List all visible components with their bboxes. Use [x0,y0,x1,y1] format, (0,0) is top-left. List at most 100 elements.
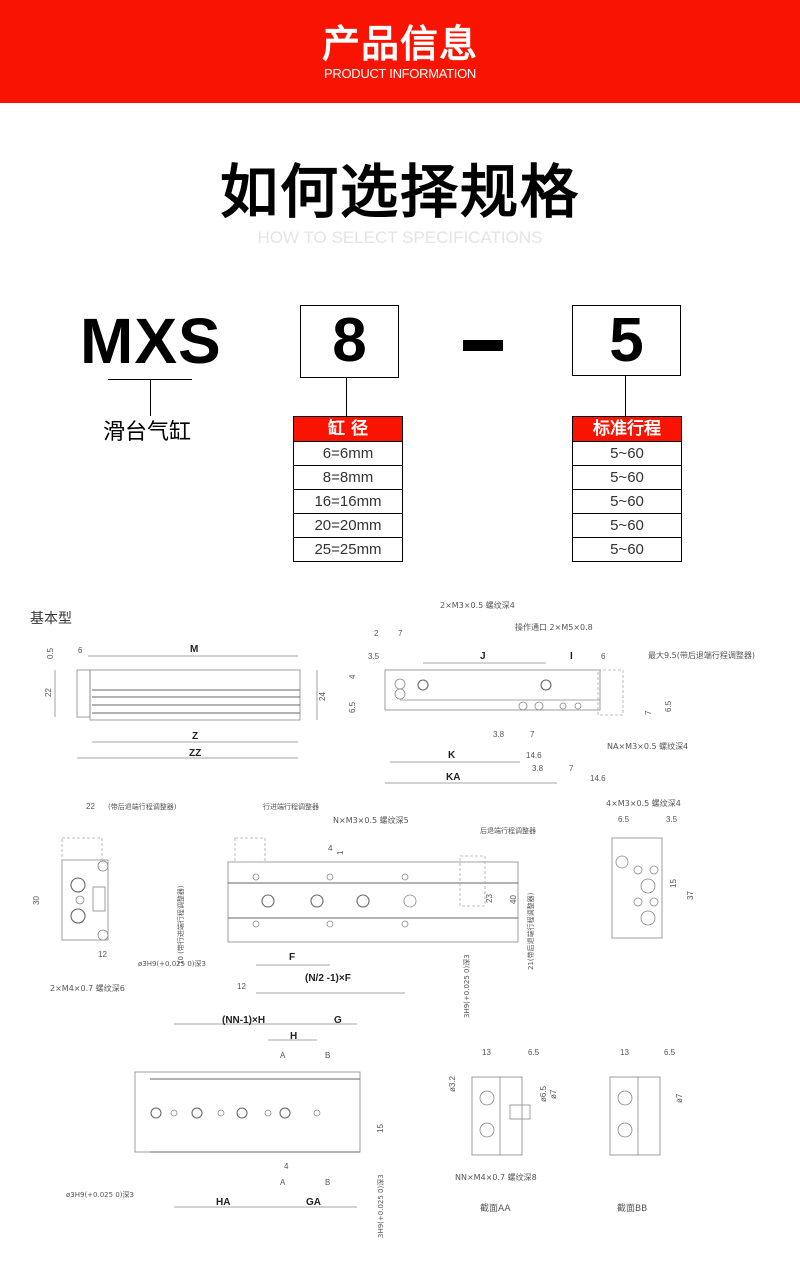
dim-1: 1 [336,850,345,855]
dim-21: 21(带后退端行程调整器) [526,892,535,970]
front-view: 行进端行程调整器 N×M3×0.5 螺纹深5 后退端行程调整器 4 1 10 (… [138,802,536,1018]
stroke-table-row: 5~60 [573,489,681,513]
stroke-table-row: 5~60 [573,513,681,537]
dim-6.5: 6.5 [348,701,357,713]
note-operation-port: 操作通口 2×M5×0.8 [515,622,593,632]
stroke-box: 5 [572,305,681,376]
dim-10: 10 (带行进端行程调整器) [176,885,185,965]
dim-3.5: 3.5 [666,815,678,824]
dim-H: H [290,1031,297,1042]
dim-4: 4 [348,674,357,679]
section-mark-A: A [280,1178,286,1187]
end-view: 22 (带后退端行程调整器) 30 12 2×M4×0.7 螺纹深6 [32,802,177,993]
section-subtitle: HOW TO SELECT SPECIFICATIONS [257,228,543,247]
drawing-title: 基本型 [30,610,72,627]
dim-6.5: 6.5 [664,700,673,712]
dim-7: 7 [530,730,535,739]
note-pin-hole-2: 3H9(+0.025 0)深3 [376,1174,385,1238]
dim-15: 15 [669,879,678,888]
dim-30: 30 [32,896,41,905]
dim-40: 40 [509,895,518,904]
dim-6: 6 [78,646,83,655]
dim-13: 13 [482,1048,491,1057]
dim-J: J [480,651,486,662]
model-series: MXS [80,305,222,377]
section-mark-A: A [280,1051,286,1060]
note-na-tap: NA×M3×0.5 螺纹深4 [607,741,688,751]
dimension-drawing: 基本型 M 6 0.5 22 24 Z ZZ 2×M3×0.5 螺纹深4 操作通… [30,600,755,1238]
note-adjuster: (带后退端行程调整器) [108,802,177,811]
dim-13: 13 [620,1048,629,1057]
section-title: 如何选择规格 [219,158,580,226]
note-rear-tap: 4×M3×0.5 螺纹深4 [606,798,681,808]
dim-dia-7: ø7 [549,1089,558,1099]
header-subtitle: PRODUCT INFORMATION [324,66,476,81]
bore-table-row: 25=25mm [294,537,402,561]
dim-3.5: 3.5 [368,652,380,661]
dim-GA: GA [306,1197,321,1208]
dim-3.8: 3.8 [532,764,544,773]
section-mark-B: B [325,1051,330,1060]
dim-22: 22 [86,802,95,811]
dim-dia-7: ø7 [675,1093,684,1103]
dim-KA: KA [446,772,460,783]
bore-table-row: 6=6mm [294,441,402,465]
dim-14.6: 14.6 [526,751,542,760]
dim-14.6: 14.6 [590,774,606,783]
dim-4: 4 [284,1162,289,1171]
stroke-table-row: 5~60 [573,441,681,465]
dim-4: 4 [328,844,333,853]
dim-G: G [334,1015,342,1026]
dim-15: 15 [376,1124,385,1133]
dim-7: 7 [398,629,403,638]
code-separator [463,340,503,351]
bore-table-row: 20=20mm [294,513,402,537]
note-back-adjuster: 后退端行程调整器 [480,826,536,835]
note-pin-hole-2: 3H9(+0.025 0)深3 [462,954,471,1018]
header-banner: 产品信息 PRODUCT INFORMATION [0,0,800,103]
top-view: 2×M3×0.5 螺纹深4 操作通口 2×M5×0.8 最大9.5(带后退端行程… [348,600,755,784]
note-forward-adjuster: 行进端行程调整器 [263,802,319,811]
bore-table: 缸 径 6=6mm 8=8mm 16=16mm 20=20mm 25=25mm [293,416,403,562]
dim-7: 7 [569,764,574,773]
stroke-table-header: 标准行程 [573,417,681,441]
stroke-table-row: 5~60 [573,537,681,561]
side-view: M 6 0.5 22 24 Z ZZ [44,644,327,759]
section-bb-title: 截面BB [617,1202,647,1214]
dim-M: M [190,644,198,655]
dim-dia-3.2: ø3.2 [448,1075,457,1092]
dim-6.5: 6.5 [664,1048,676,1057]
note-m4-tap: 2×M4×0.7 螺纹深6 [50,983,125,993]
dim-23: 23 [485,894,494,903]
dim-12: 12 [98,950,107,959]
note-top-tap: 2×M3×0.5 螺纹深4 [440,600,515,610]
stroke-value: 5 [609,306,644,375]
dim-22: 22 [44,688,53,697]
section-mark-B: B [325,1178,330,1187]
series-connector [150,379,151,416]
header-title: 产品信息 [321,22,478,66]
dim-F: F [289,952,295,963]
note-pin-hole: ø3H9(+0.025 0)深3 [138,959,206,968]
bottom-view: (NN-1)×H G H A B 15 4 A B ø3H9(+0.025 0)… [66,1015,385,1238]
dim-I: I [570,651,573,662]
rear-view: 4×M3×0.5 螺纹深4 6.5 3.5 15 37 [606,798,695,939]
dim-24: 24 [318,692,327,701]
note-max-stroke: 最大9.5(带后退端行程调整器) [648,650,755,660]
bore-box: 8 [300,305,399,378]
note-n-tap: N×M3×0.5 螺纹深5 [333,815,409,825]
stroke-connector [625,376,626,416]
stroke-table-row: 5~60 [573,465,681,489]
dim-6.5: 6.5 [528,1048,540,1057]
section-bb: 13 6.5 ø7 截面BB [609,1048,684,1214]
dim-37: 37 [686,891,695,900]
stroke-table: 标准行程 5~60 5~60 5~60 5~60 5~60 [572,416,682,562]
dim-ZZ: ZZ [189,748,201,759]
dim-0.5: 0.5 [46,647,55,659]
note-nn-tap: NN×M4×0.7 螺纹深8 [455,1172,537,1182]
dim-12: 12 [237,982,246,991]
dim-3.8: 3.8 [493,730,505,739]
note-pin-hole: ø3H9(+0.025 0)深3 [66,1190,134,1199]
dim-HA: HA [216,1197,230,1208]
dim-K: K [448,750,456,761]
